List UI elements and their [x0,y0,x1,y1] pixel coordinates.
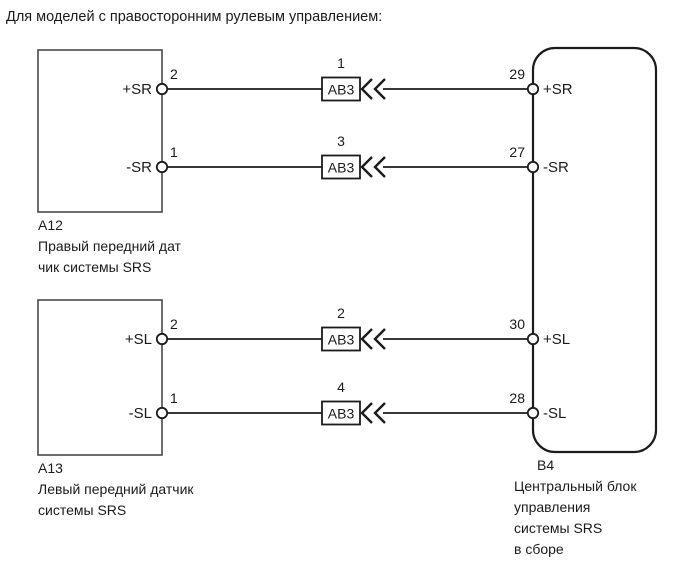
connector-label-3: AB3 [328,160,355,176]
component-caption-a12: A12 Правый передний дат чик системы SRS [38,217,182,275]
terminal-b4-pin28 [526,406,540,420]
terminal-a13-pin1 [155,406,169,420]
signal-label-a13-plus-sl: +SL [125,331,152,348]
component-box-b4 [531,46,658,454]
connector-box-3 [321,154,361,180]
signal-label-b4-minus-sr: -SR [543,159,569,176]
circuit-row-4: AB3 4 -SL 1 28 -SL [129,379,566,426]
connector-label-1: AB3 [328,82,355,98]
terminal-b4-pin30 [526,332,540,346]
signal-label-a13-minus-sl: -SL [129,405,152,422]
component-desc-a13-line1: Левый передний датчик [38,481,194,497]
page-caption: Для моделей с правосторонним рулевым упр… [6,9,383,25]
arrow-chevron-3a [360,156,373,178]
signal-label-b4-plus-sr: +SR [543,81,573,98]
pin-label-a13-pin2: 2 [170,316,178,332]
connector-number-3: 3 [337,133,345,149]
signal-label-b4-minus-sl: -SL [543,405,566,422]
arrow-chevron-2a [360,328,373,350]
connector-box-1 [321,76,361,102]
pin-label-b4-pin29: 29 [509,66,525,82]
signal-label-a12-minus-sr: -SR [126,159,152,176]
component-code-a12: A12 [38,217,63,233]
component-caption-a13: A13 Левый передний датчик системы SRS [38,460,194,518]
component-desc-a12-line2: чик системы SRS [38,259,151,275]
terminal-a13-pin2 [155,332,169,346]
pin-label-b4-pin30: 30 [509,316,525,332]
connector-number-1: 1 [337,55,345,71]
pin-label-a12-pin2: 2 [170,66,178,82]
component-desc-a13-line2: системы SRS [38,502,126,518]
connector-label-2: AB3 [328,332,355,348]
component-desc-b4-line4: в сборе [514,541,564,557]
component-code-a13: A13 [38,460,63,476]
pin-label-b4-pin27: 27 [509,144,525,160]
component-desc-b4-line3: системы SRS [514,520,602,536]
terminal-a12-pin1 [155,160,169,174]
connector-number-2: 2 [337,305,345,321]
component-caption-b4: B4 Центральный блок управления системы S… [514,457,637,557]
pin-label-a12-pin1: 1 [170,144,178,160]
signal-label-a12-plus-sr: +SR [122,81,152,98]
connector-box-4 [321,400,361,426]
circuit-row-3: AB3 2 +SL 2 30 +SL [125,305,570,352]
pin-label-b4-pin28: 28 [509,390,525,406]
arrow-chevron-2b [373,328,386,350]
component-box-a13 [37,299,163,456]
arrow-chevron-1a [360,78,373,100]
connector-number-4: 4 [337,379,345,395]
component-desc-b4-line1: Центральный блок [514,478,637,494]
component-desc-b4-line2: управления [514,499,590,515]
component-code-b4: B4 [537,457,554,473]
pin-label-a13-pin1: 1 [170,390,178,406]
connector-label-4: AB3 [328,406,355,422]
circuit-row-1: AB3 1 +SR 2 29 +SR [122,55,573,102]
arrow-chevron-1b [373,78,386,100]
arrow-chevron-4a [360,402,373,424]
component-desc-a12-line1: Правый передний дат [38,238,182,254]
signal-label-b4-plus-sl: +SL [543,331,570,348]
terminal-b4-pin27 [526,160,540,174]
arrow-chevron-4b [373,402,386,424]
arrow-chevron-3b [373,156,386,178]
terminal-a12-pin2 [155,82,169,96]
component-box-a12 [37,49,163,213]
terminal-b4-pin29 [526,82,540,96]
circuit-row-2: AB3 3 -SR 1 27 -SR [126,133,569,180]
connector-box-2 [321,326,361,352]
